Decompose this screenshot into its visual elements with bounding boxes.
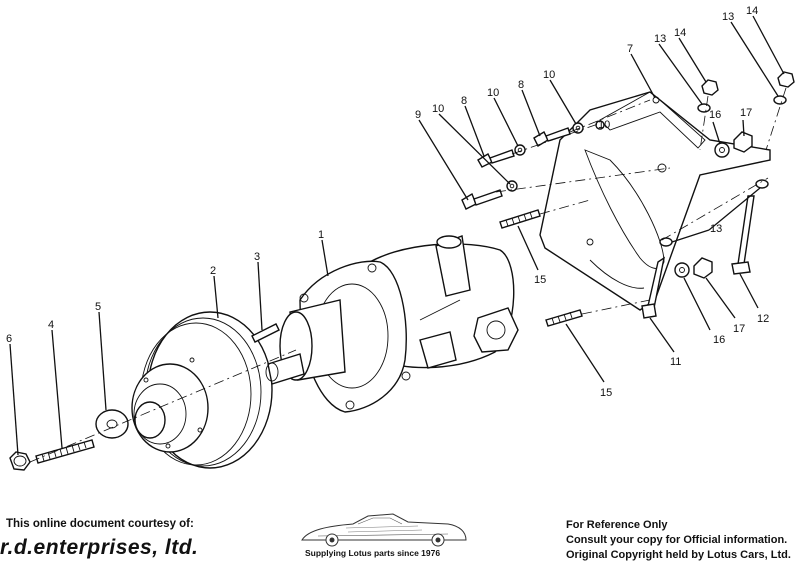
copyright-notice: For Reference Only Consult your copy for… xyxy=(566,518,791,563)
callout-label: 16 xyxy=(709,109,721,121)
part-stud-15b xyxy=(545,309,583,327)
part-washer-5 xyxy=(95,409,129,439)
callout-label: 17 xyxy=(733,323,745,335)
callout-label: 10 xyxy=(598,119,610,131)
part-key-3 xyxy=(251,323,280,343)
callout-label: 5 xyxy=(95,301,101,313)
part-nut-17b xyxy=(693,257,713,279)
callout-label: 13 xyxy=(710,223,722,235)
part-washer-13b xyxy=(773,95,787,105)
part-washer-13a xyxy=(697,103,711,113)
callout-label: 3 xyxy=(254,251,260,263)
part-stud-15a xyxy=(499,209,541,229)
part-bolt-9 xyxy=(461,189,503,210)
callout-numbers: 1 2 3 4 5 6 7 8 8 9 10 10 10 10 11 12 13… xyxy=(6,5,769,399)
notice-line-1: For Reference Only xyxy=(566,519,668,531)
part-washer-13d xyxy=(755,179,769,189)
callout-label: 4 xyxy=(48,319,54,331)
part-washer-13c xyxy=(659,237,673,247)
part-bolt-8b xyxy=(533,127,571,147)
part-bolt-8a xyxy=(477,149,515,168)
callout-label: 10 xyxy=(432,103,444,115)
callout-label: 9 xyxy=(415,109,421,121)
part-nut-17a xyxy=(733,131,753,153)
callout-label: 12 xyxy=(757,313,769,325)
part-washer-16b xyxy=(674,262,690,278)
callout-label: 2 xyxy=(210,265,216,277)
callout-label: 8 xyxy=(461,95,467,107)
part-bracket-7 xyxy=(539,91,771,311)
callout-label: 11 xyxy=(670,356,681,368)
callout-leader-lines xyxy=(9,15,785,456)
part-washer-10a xyxy=(514,144,526,156)
callout-label: 13 xyxy=(654,33,666,45)
part-pulley-2 xyxy=(131,311,273,469)
brand-name: r.d.enterprises, ltd. xyxy=(0,536,199,559)
part-washer-16a xyxy=(714,142,730,158)
tagline: Supplying Lotus parts since 1976 xyxy=(305,548,441,558)
part-washer-10b xyxy=(572,122,584,134)
callout-label: 14 xyxy=(674,27,686,39)
notice-line-3: Original Copyright held by Lotus Cars, L… xyxy=(566,549,791,561)
callout-label: 7 xyxy=(627,43,633,55)
callout-label: 1 xyxy=(318,229,324,241)
callout-label: 13 xyxy=(722,11,734,23)
callout-label: 10 xyxy=(487,87,499,99)
callout-label: 14 xyxy=(746,5,758,17)
part-bolt-11 xyxy=(641,256,666,319)
courtesy-text: This online document courtesy of: xyxy=(6,518,194,530)
callout-label: 16 xyxy=(713,334,725,346)
callout-label: 10 xyxy=(543,69,555,81)
page-footer: This online document courtesy of: r.d.en… xyxy=(0,510,800,563)
callout-label: 15 xyxy=(534,274,546,286)
callout-label: 17 xyxy=(740,107,752,119)
exploded-parts-diagram: 1 2 3 4 5 6 7 8 8 9 10 10 10 10 11 12 13… xyxy=(6,5,795,471)
race-car-logo xyxy=(301,513,467,547)
part-nut-14a xyxy=(701,79,719,96)
part-pump-1 xyxy=(265,235,519,413)
notice-line-2: Consult your copy for Official informati… xyxy=(566,534,788,546)
callout-label: 6 xyxy=(6,333,12,345)
part-bolt-12 xyxy=(731,195,755,275)
assembly-axis-lines xyxy=(29,87,787,463)
part-stud-4 xyxy=(35,439,95,464)
callout-label: 15 xyxy=(600,387,612,399)
callout-label: 8 xyxy=(518,79,524,91)
part-nut-14b xyxy=(777,71,795,88)
part-nut-6 xyxy=(9,451,31,471)
